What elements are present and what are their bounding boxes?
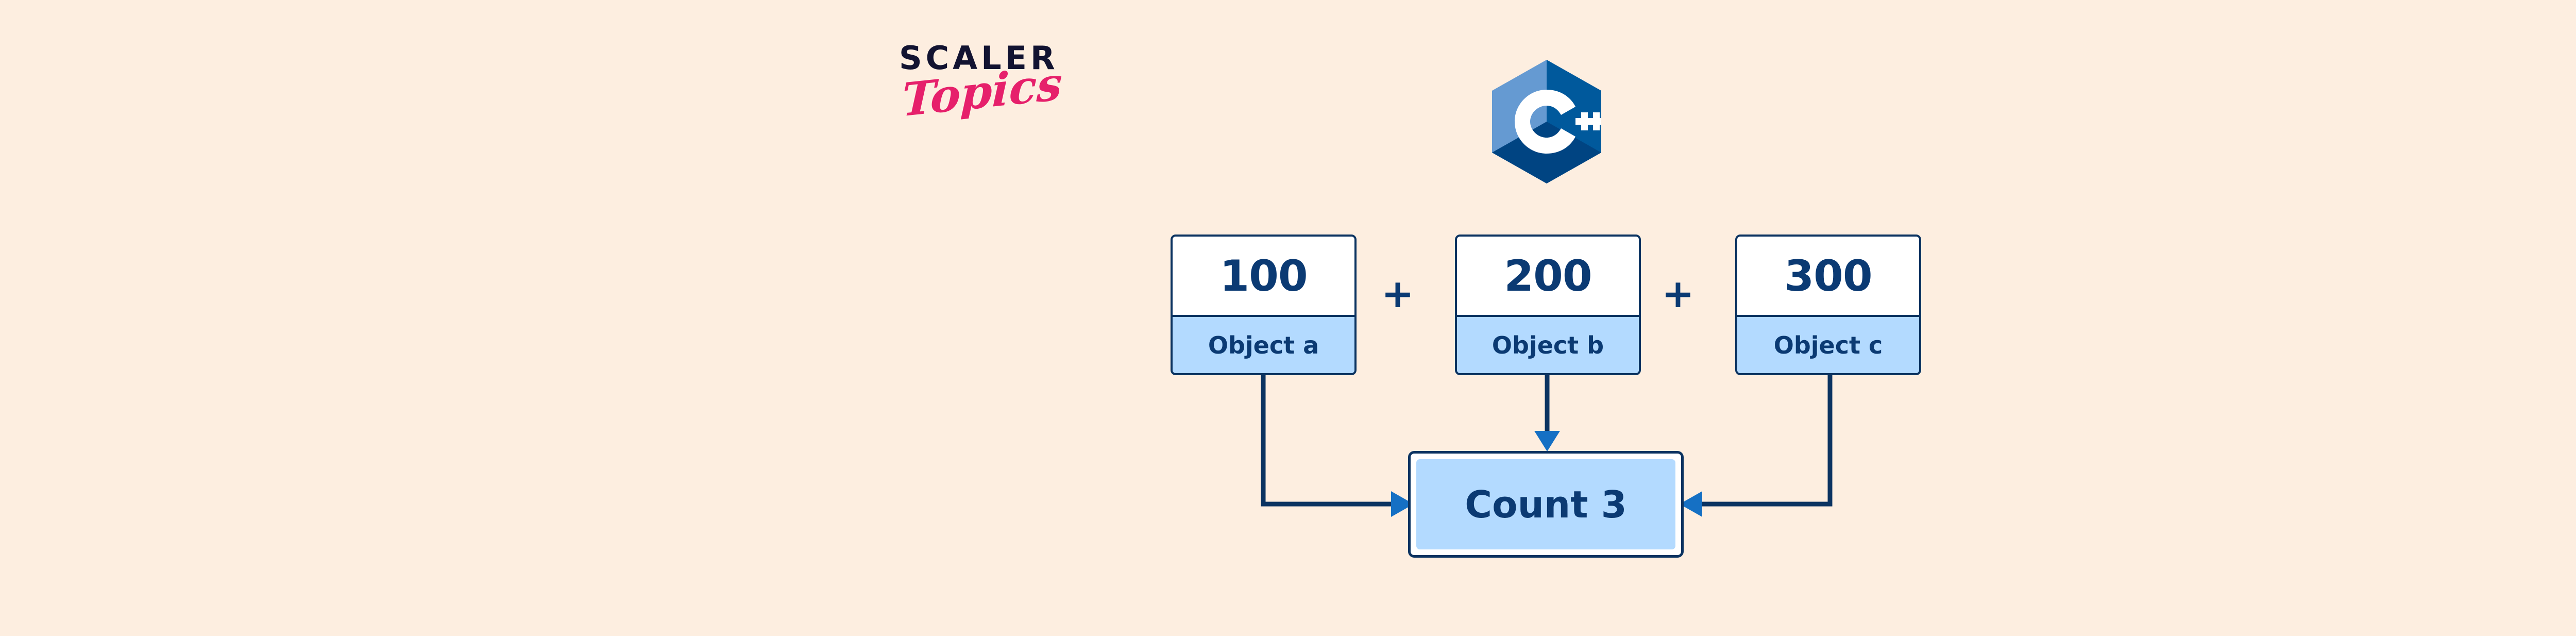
- object-c-label: Object c: [1737, 315, 1919, 373]
- connector-obj-a: [1261, 375, 1414, 517]
- object-a-label: Object a: [1173, 315, 1354, 373]
- count-result-box[interactable]: Count 3: [1408, 451, 1684, 558]
- count-result-inner: Count 3: [1416, 459, 1675, 549]
- plus-operator-2: +: [1662, 271, 1694, 316]
- object-box-a[interactable]: 100 Object a: [1171, 235, 1357, 375]
- scaler-topics-logo: SCALER Topics: [899, 39, 1063, 140]
- count-result-label: Count 3: [1465, 482, 1627, 526]
- object-box-b[interactable]: 200 Object b: [1455, 235, 1641, 375]
- object-c-value: 300: [1737, 237, 1919, 315]
- object-box-c[interactable]: 300 Object c: [1735, 235, 1921, 375]
- connector-obj-c: [1680, 375, 1833, 517]
- object-a-value: 100: [1173, 237, 1354, 315]
- plus-operator-1: +: [1381, 271, 1414, 316]
- brand-wordmark: SCALER: [899, 39, 1059, 77]
- connector-obj-b: [1534, 375, 1560, 451]
- brand-script-text: Topics: [901, 56, 1063, 127]
- object-b-label: Object b: [1457, 315, 1639, 373]
- cpp-logo-icon: [1490, 58, 1603, 186]
- object-b-value: 200: [1457, 237, 1639, 315]
